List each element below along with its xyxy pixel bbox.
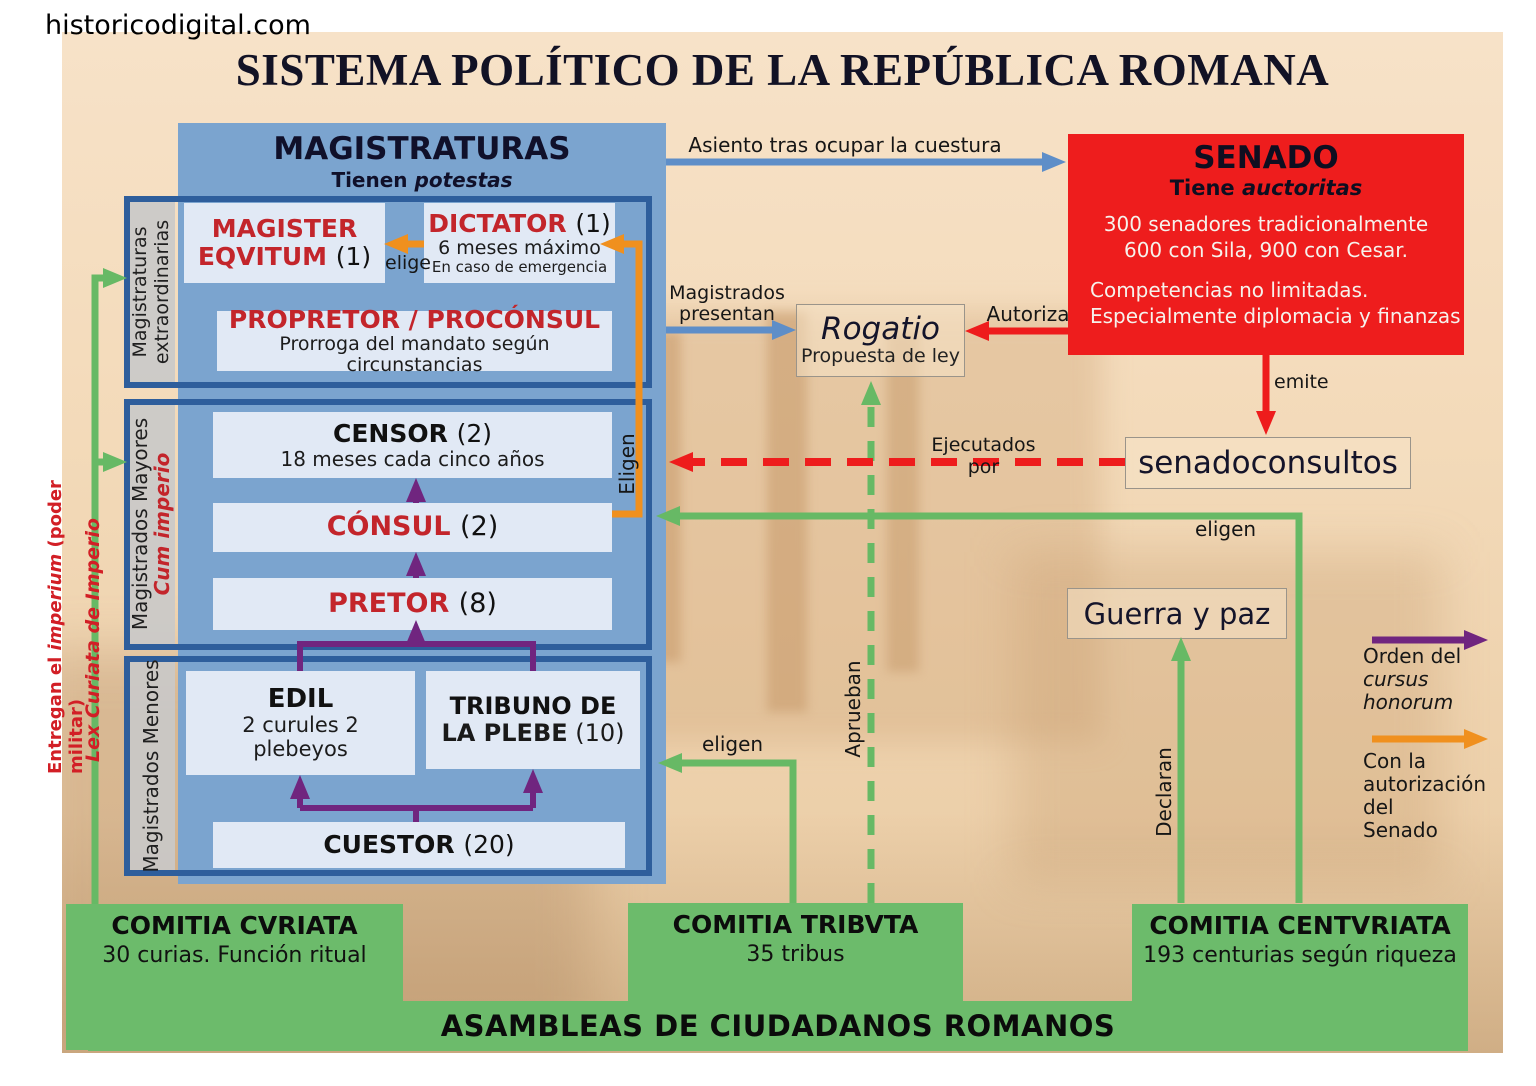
presentan-label: Magistrados presentan: [669, 282, 785, 325]
strip-line1: Magistraturas: [129, 226, 151, 358]
page-title: SISTEMA POLÍTICO DE LA REPÚBLICA ROMANA: [235, 45, 1330, 95]
edil-name: EDIL: [267, 683, 334, 714]
rogatio-box: Rogatio Propuesta de ley: [796, 304, 965, 377]
edil-box: EDIL 2 curules 2 plebeyos: [186, 671, 415, 775]
strip-mayores: [127, 402, 175, 647]
tribuno-count: (10): [575, 719, 625, 747]
comitia-curiata-box: COMITIA CVRIATA 30 curias. Función ritua…: [66, 904, 403, 1050]
entregan-imperium-label: Entregan el imperium (poder militar): [45, 434, 87, 774]
magistraturas-heading: MAGISTRATURAS: [273, 131, 571, 167]
propretor-desc: Prorroga del mandato según circunstancia…: [279, 332, 550, 376]
ejecutados-label: Ejecutados por: [931, 434, 1036, 478]
dictator-box: DICTATOR (1) 6 meses máximo En caso de e…: [424, 203, 615, 283]
censor-count: (2): [456, 418, 492, 448]
section-extraordinarias: [124, 196, 652, 388]
dictator-name: DICTATOR: [428, 208, 567, 238]
consul-name: CÓNSUL: [326, 511, 451, 543]
autoriza-label: Autoriza: [986, 302, 1070, 326]
edil-desc: 2 curules 2 plebeyos: [242, 713, 359, 761]
magister-eqvitum-box: MAGISTER EQVITUM (1): [184, 203, 385, 283]
comitia-curiata-desc: 30 curias. Función ritual: [102, 943, 367, 968]
senadoconsultos-box: senadoconsultos: [1125, 437, 1411, 489]
dictator-desc1: 6 meses máximo: [438, 236, 601, 259]
subtitle-prefix: Tienen: [331, 168, 408, 192]
entregan-italic: imperium: [45, 553, 66, 651]
senado-sub-prefix: Tiene: [1169, 176, 1235, 200]
mayores-label: Magistrados Mayores: [128, 417, 152, 631]
consul-count: (2): [460, 511, 499, 543]
subtitle-italic: potestas: [414, 168, 513, 192]
entregan-prefix: Entregan el: [45, 650, 66, 774]
strip-extraordinarias: [127, 199, 175, 385]
cum-imperio-label: Cum imperio: [150, 452, 174, 596]
consul-box: CÓNSUL (2): [213, 503, 612, 552]
cuestor-count: (20): [463, 830, 515, 859]
senadoconsultos-label: senadoconsultos: [1138, 445, 1398, 481]
strip-label-mayores: Magistrados Mayores Cum imperio: [128, 399, 174, 649]
legend-orange-text: Con la autorización del Senado: [1363, 749, 1487, 842]
pretor-box: PRETOR (8): [213, 578, 612, 630]
eligen-tribvta-label: eligen: [701, 732, 764, 756]
magister-line2: EQVITUM: [197, 242, 328, 271]
comitia-tribvta-name: COMITIA TRIBVTA: [672, 910, 919, 939]
assemblies-banner-label: ASAMBLEAS DE CIUDADANOS ROMANOS: [440, 1009, 1116, 1043]
rogatio-name: Rogatio: [821, 311, 940, 347]
pretor-name: PRETOR: [328, 587, 450, 619]
comitia-centvriata-desc: 193 centurias según riqueza: [1143, 943, 1457, 968]
strip-line2: extraordinarias: [151, 219, 173, 365]
cuestor-name: CUESTOR: [323, 830, 455, 859]
declaran-label: Declaran: [1152, 747, 1176, 837]
lex-curiata-label: Lex Curiata de Imperio: [82, 518, 104, 762]
comitia-tribvta-desc: 35 tribus: [746, 942, 845, 967]
senado-line2: 600 con Sila, 900 con Cesar.: [1123, 238, 1409, 262]
dictator-count: (1): [575, 208, 611, 238]
magistraturas-subtitle: Tienen potestas: [178, 168, 666, 192]
tribuno-box: TRIBUNO DE LA PLEBE (10): [426, 671, 640, 769]
senado-heading: SENADO: [1193, 140, 1339, 176]
strip-menores: [127, 659, 175, 873]
comitia-tribvta-box: COMITIA TRIBVTA 35 tribus: [628, 903, 963, 1050]
column-hint: [887, 332, 919, 672]
magister-count: (1): [335, 242, 372, 271]
comitia-centvriata-name: COMITIA CENTVRIATA: [1149, 911, 1451, 940]
cuestor-box: CUESTOR (20): [213, 822, 625, 868]
elige-label: elige: [385, 252, 431, 274]
magister-line1: MAGISTER: [211, 214, 358, 243]
comitia-centvriata-box: COMITIA CENTVRIATA 193 centurias según r…: [1132, 904, 1468, 1050]
censor-desc: 18 meses cada cinco años: [280, 446, 545, 471]
pretor-count: (8): [458, 587, 497, 619]
propretor-name: PROPRETOR / PROCÓNSUL: [228, 304, 601, 334]
comitia-curiata-name: COMITIA CVRIATA: [111, 911, 358, 940]
eligen-centvriata-label: eligen: [1194, 517, 1257, 541]
legend-purple-line1: Orden del: [1363, 644, 1462, 668]
rogatio-desc: Propuesta de ley: [801, 345, 960, 367]
site-watermark: historicodigital.com: [45, 10, 311, 41]
strip-label-menores: Magistrados Menores: [139, 659, 163, 873]
legend-purple-line2: cursus honorum: [1363, 667, 1454, 714]
senado-line4: Especialmente diplomacia y finanzas: [1090, 304, 1461, 328]
guerra-paz-label: Guerra y paz: [1083, 596, 1271, 631]
senado-box: SENADO Tiene auctoritas 300 senadores tr…: [1068, 134, 1464, 355]
asiento-label: Asiento tras ocupar la cuestura: [688, 133, 1002, 157]
tribuno-line2: LA PLEBE: [441, 719, 568, 747]
strip-label-extraordinarias: Magistraturas extraordinarias: [129, 197, 173, 387]
guerra-paz-box: Guerra y paz: [1067, 588, 1287, 639]
emite-label: emite: [1274, 371, 1329, 393]
senado-line3: Competencias no limitadas.: [1090, 278, 1369, 302]
dictator-desc2: En caso de emergencia: [431, 258, 608, 277]
eligen-vertical-label: Eligen: [615, 433, 639, 495]
censor-box: CENSOR (2) 18 meses cada cinco años: [213, 412, 612, 478]
legend-purple-text: Orden del cursus honorum: [1363, 645, 1508, 714]
censor-name: CENSOR: [333, 418, 448, 448]
propretor-box: PROPRETOR / PROCÓNSUL Prorroga del manda…: [217, 305, 612, 376]
tribuno-line1: TRIBUNO DE: [449, 692, 617, 721]
senado-line1: 300 senadores tradicionalmente: [1103, 212, 1429, 236]
aprueban-label: Aprueban: [841, 660, 865, 758]
senado-sub-italic: auctoritas: [1241, 176, 1363, 200]
